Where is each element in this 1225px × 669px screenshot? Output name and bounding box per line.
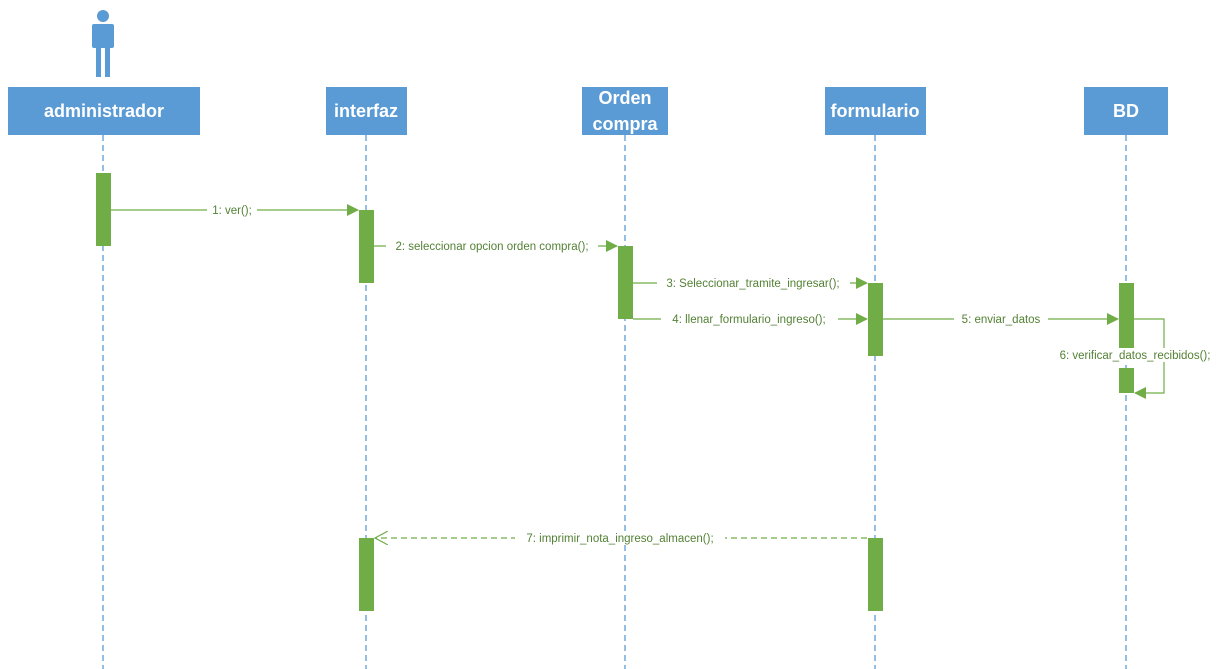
message-1-label: 1: ver(); <box>212 205 252 217</box>
lifeline-label-bd: BD <box>1113 101 1139 121</box>
activation-admin <box>96 173 111 246</box>
message-4: 4: llenar_formulario_ingreso(); <box>633 312 868 326</box>
activation-bd-1 <box>1119 283 1134 356</box>
activation-bd-2 <box>1119 368 1134 393</box>
lifeline-label-interfaz: interfaz <box>334 101 398 121</box>
lifeline-label-orden-1: Orden <box>598 88 651 108</box>
message-6: 6: verificar_datos_recibidos(); <box>1049 318 1221 399</box>
lifeline-label-formulario: formulario <box>830 101 919 121</box>
activation-interfaz-2 <box>359 538 374 611</box>
message-5-label: 5: enviar_datos <box>962 314 1041 326</box>
lifeline-head-admin: administrador <box>8 87 200 135</box>
activation-formulario-1 <box>868 283 883 356</box>
message-6-label: 6: verificar_datos_recibidos(); <box>1060 350 1211 362</box>
message-7: 7: imprimir_nota_ingreso_almacen(); <box>375 531 867 545</box>
activation-formulario-2 <box>868 538 883 611</box>
person-icon <box>92 10 114 77</box>
activation-orden <box>618 246 633 319</box>
message-4-label: 4: llenar_formulario_ingreso(); <box>672 314 825 326</box>
message-7-label: 7: imprimir_nota_ingreso_almacen(); <box>526 533 713 545</box>
lifeline-head-interfaz: interfaz <box>326 87 407 135</box>
lifeline-head-orden: Orden compra <box>582 87 668 135</box>
message-3-label: 3: Seleccionar_tramite_ingresar(); <box>666 278 839 290</box>
message-5: 5: enviar_datos <box>883 312 1119 326</box>
message-3: 3: Seleccionar_tramite_ingresar(); <box>633 276 868 290</box>
message-1: 1: ver(); <box>111 203 359 217</box>
message-2-label: 2: seleccionar opcion orden compra(); <box>395 241 588 253</box>
lifeline-head-bd: BD <box>1084 87 1168 135</box>
lifeline-head-formulario: formulario <box>825 87 926 135</box>
message-2: 2: seleccionar opcion orden compra(); <box>374 239 618 253</box>
lifeline-label-admin: administrador <box>44 101 164 121</box>
lifeline-label-orden-2: compra <box>592 114 658 134</box>
activation-interfaz-1 <box>359 210 374 283</box>
